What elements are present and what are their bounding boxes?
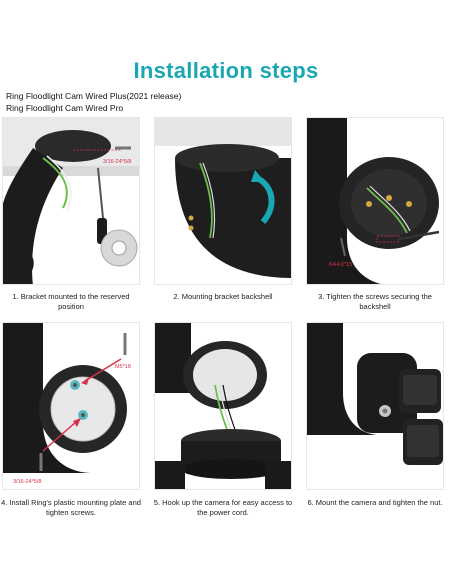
bracket-mounting-illustration: 3/16-24*5/8: [3, 118, 139, 284]
step-1-screw-label: 3/16-24*5/8: [103, 159, 131, 165]
step-1-caption: 1. Bracket mounted to the reserved posit…: [12, 292, 130, 311]
step-3-image: KA4.0*15: [306, 117, 444, 285]
step-5-image: [154, 322, 292, 490]
step-4-screw-label-1: M5*18: [115, 364, 131, 370]
step-6-image: [306, 322, 444, 490]
step-4-screw-label-2: 3/16-24*5/8: [13, 479, 41, 485]
tighten-backshell-illustration: KA4.0*15: [307, 118, 440, 284]
mounting-plate-illustration: M5*18 3/16-24*5/8: [3, 323, 131, 485]
backshell-mounting-illustration: [155, 118, 291, 278]
model-name-2: Ring Floodlight Cam Wired Pro: [6, 103, 124, 113]
step-6-caption: 6. Mount the camera and tighten the nut.: [307, 498, 443, 507]
page-title: Installation steps: [133, 58, 319, 83]
power-cord-hookup-illustration: [155, 323, 291, 489]
step-5-caption: 5. Hook up the camera for easy access to…: [153, 498, 293, 517]
model-name-1: Ring Floodlight Cam Wired Plus(2021 rele…: [6, 91, 182, 101]
step-1-image: 3/16-24*5/8: [2, 117, 140, 285]
step-2-image: [154, 117, 292, 285]
step-4-caption: 4. Install Ring's plastic mounting plate…: [1, 498, 141, 517]
mount-camera-illustration: [307, 323, 443, 465]
step-3-screw-label: KA4.0*15: [329, 262, 352, 268]
step-4-image: M5*18 3/16-24*5/8: [2, 322, 140, 490]
step-3-caption: 3. Tighten the screws securing the backs…: [318, 292, 432, 311]
step-2-caption: 2. Mounting bracket backshell: [173, 292, 273, 301]
